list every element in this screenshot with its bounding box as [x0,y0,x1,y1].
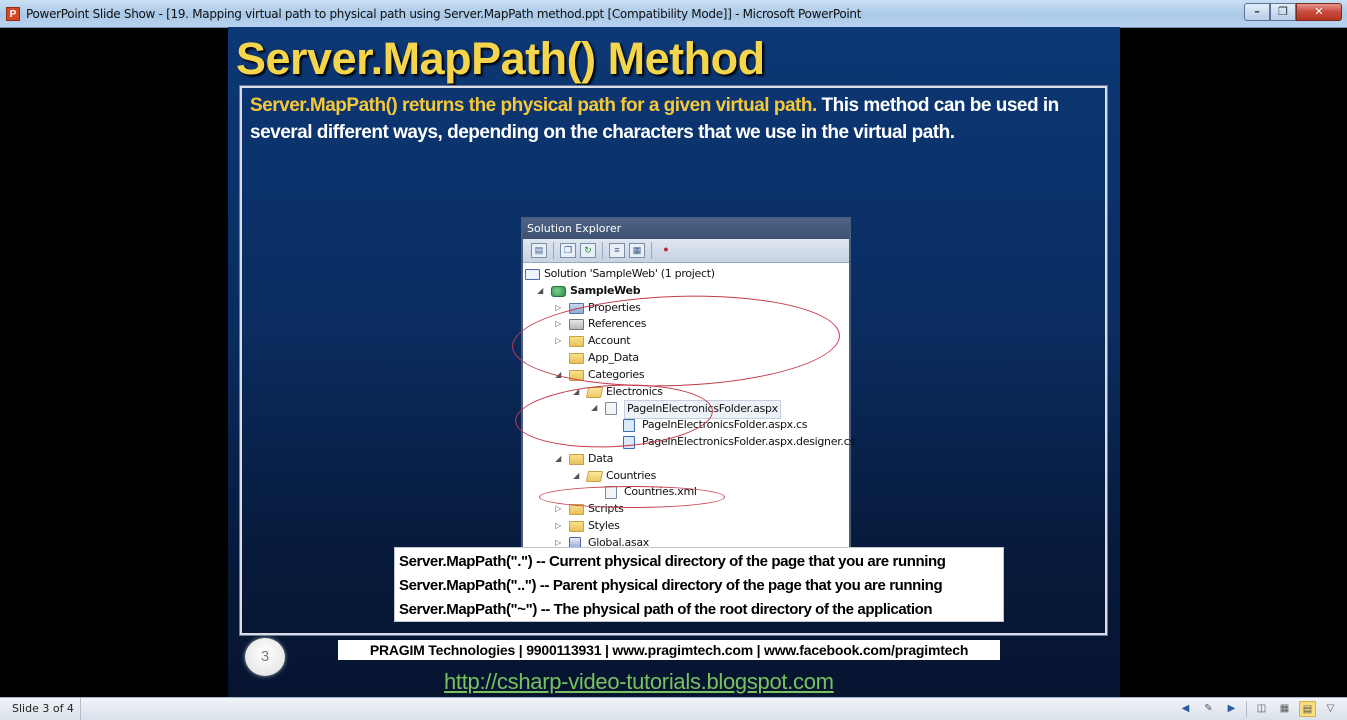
slide-number-badge: 3 [245,638,285,676]
slide-title: Server.MapPath() Method [236,33,765,84]
tree-item-label: Data [588,451,614,465]
window-controls: – ❐ ✕ [1244,3,1342,21]
expand-arrow-icon[interactable]: ▷ [555,537,561,547]
folder-icon [569,352,584,364]
solution-explorer-toolbar: ▤ ❐ ↻ ≡ ▦ ● [523,239,849,263]
expand-arrow-icon[interactable]: ▷ [555,520,561,530]
folder-icon [569,453,584,465]
slide-sorter-icon[interactable]: ▦ [1279,703,1290,714]
window-title: PowerPoint Slide Show - [19. Mapping vir… [26,7,862,21]
tree-item-label: Electronics [606,384,663,398]
tree-item[interactable]: ◢ SampleWeb [523,283,849,300]
tree-item[interactable]: PageInElectronicsFolder.aspx.cs [523,417,849,434]
toolbar-separator [553,242,554,259]
intro-text: Server.MapPath() returns the physical pa… [250,92,1100,146]
tree-item[interactable]: ▷ Styles [523,518,849,535]
folder-icon [569,336,584,348]
collapse-arrow-icon[interactable]: ◢ [537,285,543,295]
tree-item-label: Account [588,334,631,348]
collapse-arrow-icon[interactable]: ◢ [573,386,579,396]
intro-highlight: Server.MapPath() returns the physical pa… [250,95,817,116]
blog-link[interactable]: http://csharp-video-tutorials.blogspot.c… [444,669,834,694]
tree-item-label: App_Data [588,350,639,364]
collapse-arrow-icon[interactable]: ◢ [555,369,561,379]
tree-item[interactable]: ◢ PageInElectronicsFolder.aspx [523,400,849,420]
tree-item-label: Categories [588,367,645,381]
tree-item[interactable]: Solution 'SampleWeb' (1 project) [523,266,849,283]
next-slide-icon[interactable]: ▶ [1227,703,1236,714]
notes-icon[interactable]: ✎ [1204,703,1213,714]
view-designer-icon: ▦ [629,243,645,258]
expand-arrow-icon[interactable]: ▷ [555,319,561,329]
normal-view-icon[interactable]: ◫ [1256,703,1267,714]
tree-item-label: Countries [606,468,657,482]
company-footer: PRAGIM Technologies | 9900113931 | www.p… [338,640,1000,660]
view-code-icon: ≡ [609,243,625,258]
tree-item[interactable]: ◢ Categories [523,367,849,384]
collapse-arrow-icon[interactable]: ◢ [591,403,597,413]
tree-item-label: SampleWeb [570,283,641,297]
status-bar: Slide 3 of 4 ◀ ✎ ▶ ◫ ▦ ▤ ▽ [0,697,1347,720]
props-icon [569,302,584,314]
toolbar-separator [602,242,603,259]
refs-icon [569,319,584,331]
slide[interactable]: Server.MapPath() Method Server.MapPath()… [228,27,1120,697]
collapse-arrow-icon[interactable]: ◢ [573,470,579,480]
mappath-methods-box: Server.MapPath(".") -- Current physical … [394,547,1004,622]
cs-icon [623,419,635,433]
refresh-icon: ↻ [580,243,596,258]
content-box: Server.MapPath() returns the physical pa… [240,86,1107,635]
folder-open-icon [585,470,604,482]
folder-icon [569,520,584,532]
tree-item[interactable]: ◢ Electronics [523,384,849,401]
folder-icon [569,369,584,381]
tree-item-label: References [588,317,647,331]
window-title-bar: P PowerPoint Slide Show - [19. Mapping v… [0,0,1347,28]
reading-view-icon[interactable]: ▤ [1299,701,1316,717]
tree-item[interactable]: ▷ Global.asax [523,535,849,552]
tree-item-label: PageInElectronicsFolder.aspx [624,400,781,420]
powerpoint-app-icon[interactable]: P [6,7,20,21]
intro-rest: This method can be used in several diffe… [250,95,1059,143]
previous-slide-icon[interactable]: ◀ [1181,703,1190,714]
slide-show-icon[interactable]: ▽ [1326,703,1335,714]
cs-icon [623,435,635,449]
tree-item[interactable]: PageInElectronicsFolder.aspx.designer.cs [523,434,855,451]
tree-item[interactable]: App_Data [523,350,849,367]
tree-item-label: Solution 'SampleWeb' (1 project) [544,267,715,280]
toolbar-separator [651,242,652,259]
solution-icon [525,269,540,280]
method-parent-dir: Server.MapPath("..") -- Parent physical … [399,577,943,594]
solution-explorer-title: Solution Explorer [523,219,849,239]
tree-item[interactable]: ▷ Account [523,333,849,350]
file-icon [605,402,617,416]
highlight-ellipse-root-page [539,486,725,508]
collapse-arrow-icon[interactable]: ◢ [555,453,561,463]
slide-counter: Slide 3 of 4 [6,698,81,720]
solution-properties-icon: ▤ [531,243,547,258]
method-current-dir: Server.MapPath(".") -- Current physical … [399,553,946,570]
tree-item[interactable]: ▷ References [523,316,849,333]
tree-item-label: PageInElectronicsFolder.aspx.designer.cs [642,434,855,448]
expand-arrow-icon[interactable]: ▷ [555,302,561,312]
tree-item-label: Styles [588,518,620,532]
copy-website-icon: ● [663,244,669,254]
status-separator [1246,701,1247,717]
close-button[interactable]: ✕ [1296,3,1342,21]
expand-arrow-icon[interactable]: ▷ [555,336,561,346]
tree-item-label: Global.asax [588,535,650,549]
status-bar-controls: ◀ ✎ ▶ ◫ ▦ ▤ ▽ [1177,701,1339,717]
method-root-dir: Server.MapPath("~") -- The physical path… [399,601,933,618]
show-all-files-icon: ❐ [560,243,576,258]
expand-arrow-icon[interactable]: ▷ [555,504,561,514]
web-icon [551,285,566,297]
tree-item-label: Properties [588,300,641,314]
tree-item[interactable]: ▷ Properties [523,300,849,317]
restore-button[interactable]: ❐ [1270,3,1296,21]
tree-item[interactable]: ◢ Data [523,451,849,468]
tree-item-label: PageInElectronicsFolder.aspx.cs [642,418,808,432]
minimize-button[interactable]: – [1244,3,1270,21]
tree-item[interactable]: ◢ Countries [523,468,849,485]
